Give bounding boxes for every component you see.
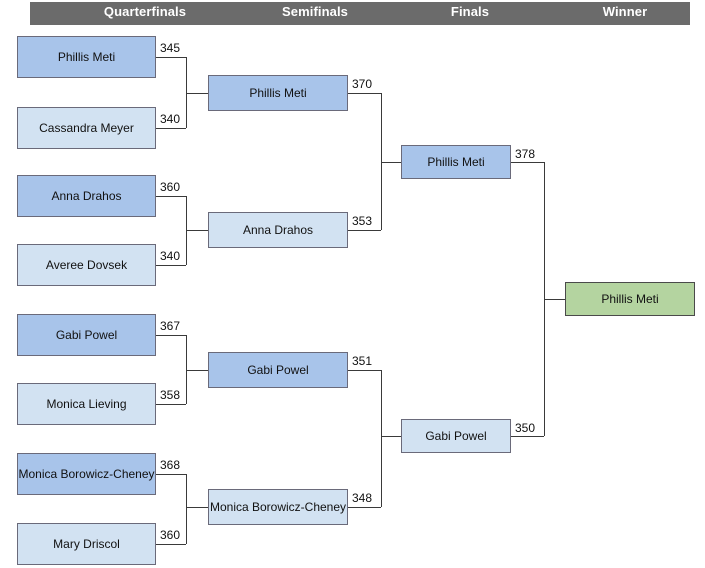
connector-to-sf4 — [186, 507, 208, 508]
score-sf-2: 353 — [352, 214, 373, 228]
score-sf-1: 370 — [352, 77, 373, 91]
bracket-slot-qf-7[interactable]: Monica Borowicz-Cheney — [17, 453, 156, 495]
connector-qf-pair4-vertical — [186, 474, 187, 544]
score-final-2: 350 — [515, 421, 536, 435]
connector-to-sf3 — [186, 370, 208, 371]
connector-sf3 — [348, 370, 381, 371]
bracket-slot-qf-4[interactable]: Averee Dovsek — [17, 244, 156, 286]
round-header-semifinals: Semifinals — [281, 4, 349, 19]
bracket-slot-sf-2[interactable]: Anna Drahos — [208, 212, 348, 248]
connector-to-final2 — [381, 436, 401, 437]
score-qf-6: 358 — [160, 388, 181, 402]
bracket-slot-qf-2[interactable]: Cassandra Meyer — [17, 107, 156, 149]
connector-qf2 — [156, 128, 186, 129]
bracket-slot-winner[interactable]: Phillis Meti — [565, 282, 695, 316]
round-header-winner: Winner — [602, 4, 648, 19]
score-qf-4: 340 — [160, 249, 181, 263]
connector-qf3 — [156, 196, 186, 197]
score-sf-4: 348 — [352, 491, 373, 505]
connector-sf2 — [348, 230, 381, 231]
connector-final1 — [511, 162, 544, 163]
bracket-slot-qf-8[interactable]: Mary Driscol — [17, 523, 156, 565]
round-header-finals: Finals — [450, 4, 490, 19]
round-header-quarterfinals: Quarterfinals — [103, 4, 187, 19]
connector-sf-bottom-vertical — [381, 370, 382, 507]
connector-qf1 — [156, 57, 186, 58]
connector-qf5 — [156, 335, 186, 336]
score-qf-2: 340 — [160, 112, 181, 126]
connector-qf-pair1-vertical — [186, 57, 187, 128]
score-qf-7: 368 — [160, 458, 181, 472]
connector-qf-pair3-vertical — [186, 335, 187, 404]
connector-to-sf2 — [186, 230, 208, 231]
connector-final2 — [511, 436, 544, 437]
bracket-slot-qf-3[interactable]: Anna Drahos — [17, 175, 156, 217]
bracket-slot-sf-4[interactable]: Monica Borowicz-Cheney — [208, 489, 348, 525]
bracket-slot-final-1[interactable]: Phillis Meti — [401, 145, 511, 179]
score-qf-3: 360 — [160, 180, 181, 194]
bracket-slot-sf-1[interactable]: Phillis Meti — [208, 75, 348, 111]
connector-qf6 — [156, 404, 186, 405]
bracket-slot-qf-5[interactable]: Gabi Powel — [17, 314, 156, 356]
connector-sf4 — [348, 507, 381, 508]
connector-qf7 — [156, 474, 186, 475]
bracket-slot-qf-1[interactable]: Phillis Meti — [17, 36, 156, 78]
connector-sf1 — [348, 93, 381, 94]
bracket-slot-sf-3[interactable]: Gabi Powel — [208, 352, 348, 388]
bracket-slot-final-2[interactable]: Gabi Powel — [401, 419, 511, 453]
score-qf-5: 367 — [160, 319, 181, 333]
round-header-bar — [30, 2, 690, 25]
connector-qf4 — [156, 265, 186, 266]
connector-to-winner — [544, 299, 565, 300]
connector-sf-top-vertical — [381, 93, 382, 230]
score-sf-3: 351 — [352, 354, 373, 368]
connector-to-sf1 — [186, 93, 208, 94]
bracket-slot-qf-6[interactable]: Monica Lieving — [17, 383, 156, 425]
connector-qf8 — [156, 544, 186, 545]
score-qf-1: 345 — [160, 41, 181, 55]
connector-to-final1 — [381, 162, 401, 163]
score-final-1: 378 — [515, 147, 536, 161]
score-qf-8: 360 — [160, 528, 181, 542]
